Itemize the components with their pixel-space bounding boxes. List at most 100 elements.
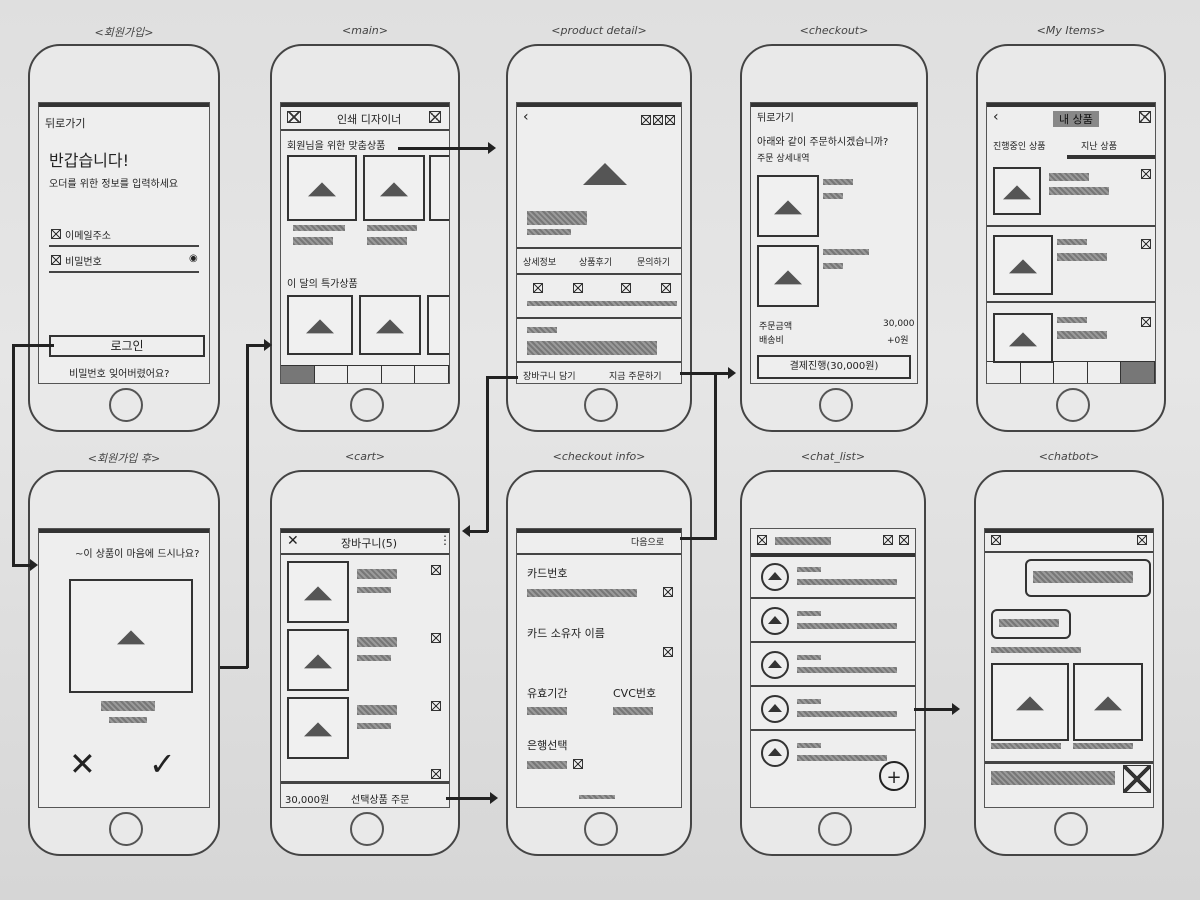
home-button[interactable] — [109, 388, 143, 422]
checkbox-icon[interactable] — [431, 769, 441, 779]
product-image — [287, 697, 349, 759]
pay-button[interactable]: 결제진행(30,000원) — [757, 355, 911, 379]
card-owner-field[interactable] — [663, 647, 673, 657]
screen-label: <chatbot> — [1038, 450, 1100, 463]
product-image — [757, 245, 819, 307]
password-icon — [51, 255, 61, 265]
buy-now-button[interactable]: 지금 주문하기 — [609, 372, 662, 382]
checkbox-icon[interactable] — [431, 701, 441, 711]
home-button[interactable] — [1056, 388, 1090, 422]
dislike-icon[interactable]: ✕ — [69, 745, 96, 783]
bottom-tab-bar[interactable] — [987, 361, 1155, 383]
cart-icon[interactable] — [665, 115, 675, 125]
cart-title: 장바구니(5) — [341, 537, 398, 550]
card-owner-label: 카드 소유자 이름 — [527, 627, 605, 640]
home-button[interactable] — [584, 812, 618, 846]
avatar — [761, 607, 789, 635]
home-button[interactable] — [350, 388, 384, 422]
product-image — [583, 163, 627, 185]
back-link[interactable]: 뒤로가기 — [757, 113, 794, 124]
taste-question: ~이 상품이 마음에 드시나요? — [75, 549, 200, 560]
next-button[interactable]: 다음으로 — [631, 538, 665, 548]
bottom-tab-bar[interactable] — [281, 365, 449, 383]
order-list-label: 주문 상세내역 — [757, 154, 810, 164]
search-icon[interactable] — [883, 535, 893, 545]
back-link[interactable]: 뒤로가기 — [45, 117, 86, 130]
screen-label: <회원가입 후> — [87, 452, 161, 465]
screen-label: <chat_list> — [800, 450, 866, 463]
cart-total: 30,000원 — [285, 795, 330, 806]
send-icon[interactable] — [1123, 765, 1151, 793]
greeting-title: 반갑습니다! — [49, 151, 130, 170]
flow-arrow — [12, 344, 15, 566]
phone-my-items: <My Items> ‹ 내 상품 진행중인 상품 지난 상품 — [976, 24, 1166, 432]
tab-past[interactable]: 지난 상품 — [1081, 142, 1117, 152]
bank-select[interactable] — [573, 759, 583, 769]
home-button[interactable] — [1054, 812, 1088, 846]
tab-review[interactable]: 상품후기 — [579, 258, 613, 268]
back-icon[interactable]: ‹ — [993, 109, 999, 125]
close-icon[interactable]: ✕ — [287, 533, 299, 549]
eye-icon[interactable]: ◉ — [189, 253, 198, 264]
delivery-label: 배송비 — [759, 336, 784, 346]
like-icon[interactable]: ✓ — [149, 745, 176, 783]
product-image[interactable] — [287, 155, 357, 221]
checkbox-icon[interactable] — [431, 565, 441, 575]
like-icon[interactable] — [653, 115, 663, 125]
add-chat-icon[interactable]: + — [879, 761, 909, 791]
product-image[interactable] — [429, 155, 449, 221]
message-input[interactable] — [991, 771, 1115, 785]
product-image[interactable] — [1073, 663, 1143, 741]
close-icon[interactable] — [1139, 111, 1151, 123]
home-button[interactable] — [818, 812, 852, 846]
more-icon[interactable]: ⋮ — [439, 533, 450, 547]
menu-icon[interactable] — [1137, 535, 1147, 545]
signup-screen: 뒤로가기 반갑습니다! 오더를 위한 정보를 입력하세요 이메일주소 비밀번호 … — [38, 102, 210, 384]
card-number-field[interactable] — [663, 587, 673, 597]
back-icon[interactable]: ‹ — [523, 109, 529, 125]
tab-inquiry[interactable]: 문의하기 — [637, 258, 671, 268]
menu-icon[interactable] — [757, 535, 767, 545]
bank-label: 은행선택 — [527, 739, 568, 752]
tab-detail[interactable]: 상세정보 — [523, 258, 557, 268]
avatar — [761, 739, 789, 767]
add-to-cart-button[interactable]: 장바구니 담기 — [523, 372, 576, 382]
password-field[interactable]: 비밀번호 — [65, 257, 102, 268]
checkbox-icon[interactable] — [431, 633, 441, 643]
product-image[interactable] — [287, 295, 353, 355]
tab-ongoing[interactable]: 진행중인 상품 — [993, 142, 1046, 152]
product-image — [757, 175, 819, 237]
share-icon[interactable] — [641, 115, 651, 125]
avatar — [761, 563, 789, 591]
phone-product: <product detail> ‹ 상세정보 상품후기 문의하기 장바구니 담… — [506, 24, 692, 432]
product-image[interactable] — [427, 295, 449, 355]
home-button[interactable] — [109, 812, 143, 846]
settings-icon[interactable] — [899, 535, 909, 545]
login-button[interactable]: 로그인 — [49, 335, 205, 357]
home-button[interactable] — [350, 812, 384, 846]
screen-label: <checkout> — [799, 24, 869, 37]
checkout-screen: 뒤로가기 아래와 같이 주문하시겠습니까? 주문 상세내역 주문금액 30,00… — [750, 102, 918, 384]
home-button[interactable] — [584, 388, 618, 422]
avatar — [761, 651, 789, 679]
back-icon[interactable] — [991, 535, 1001, 545]
flow-arrow — [398, 147, 490, 150]
product-image[interactable] — [359, 295, 421, 355]
forgot-link[interactable]: 비밀번호 잊어버렸어요? — [69, 369, 170, 380]
flow-arrow — [680, 537, 716, 540]
product-image — [69, 579, 193, 693]
screen-label: <My Items> — [1036, 24, 1106, 37]
phone-taste: <회원가입 후> ~이 상품이 마음에 드시나요? ✕ ✓ — [28, 452, 220, 856]
product-image[interactable] — [991, 663, 1069, 741]
cart-icon[interactable] — [429, 111, 441, 123]
product-image — [993, 167, 1041, 215]
home-button[interactable] — [819, 388, 853, 422]
email-field[interactable]: 이메일주소 — [65, 231, 111, 242]
avatar[interactable] — [761, 695, 789, 723]
product-image — [287, 629, 349, 691]
cvc-label: CVC번호 — [613, 687, 657, 700]
order-selected-button[interactable]: 선택상품 주문 — [351, 795, 410, 806]
flow-arrow — [488, 376, 518, 379]
menu-icon[interactable] — [287, 111, 301, 123]
product-image[interactable] — [363, 155, 425, 221]
